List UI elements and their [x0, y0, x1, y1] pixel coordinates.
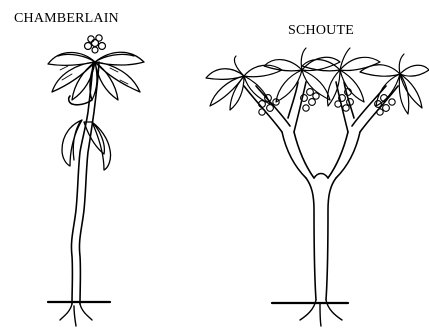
schoute-tree — [206, 48, 429, 326]
chamberlain-trunk — [69, 62, 99, 304]
chamberlain-cones — [85, 35, 106, 53]
schoute-trunk — [244, 82, 398, 300]
schoute-crown-center-left — [264, 48, 340, 102]
chamberlain-tree — [48, 35, 144, 326]
chamberlain-lower-leaves — [62, 120, 111, 170]
schoute-crown-far-right — [360, 54, 429, 114]
chamberlain-roots — [60, 304, 92, 326]
